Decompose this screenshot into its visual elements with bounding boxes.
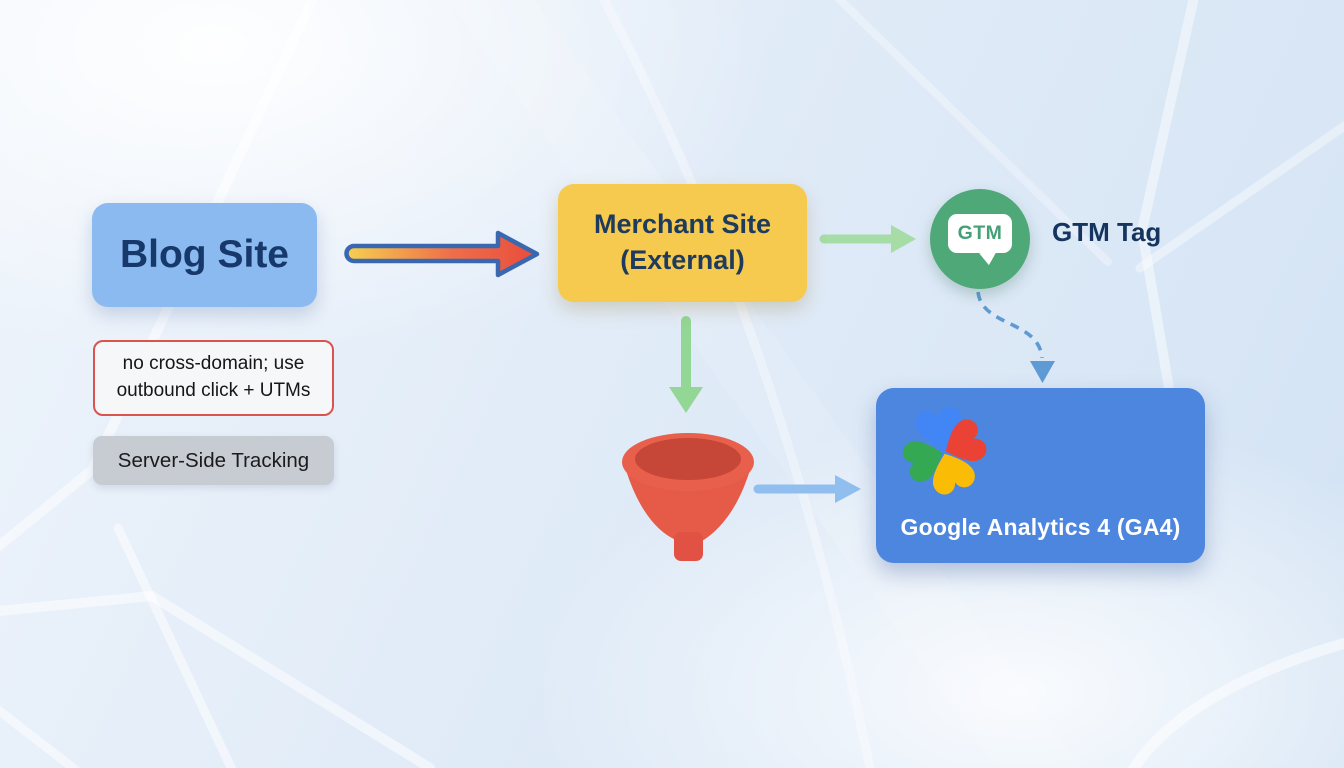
- merchant-site-node: Merchant Site (External): [558, 184, 807, 302]
- merchant-site-label-line2: (External): [620, 245, 745, 275]
- cross-domain-note-line1: no cross-domain; use: [122, 353, 305, 375]
- arrow-gtm-to-ga4: [976, 291, 1055, 383]
- gtm-badge-text: GTM: [957, 222, 1003, 244]
- arrow-merchant-to-gtm: [819, 225, 916, 253]
- cross-domain-note-line2: outbound click + UTMs: [116, 380, 311, 401]
- arrow-merchant-to-funnel: [669, 316, 703, 413]
- ga4-petal-red: [945, 419, 987, 461]
- ga4-node: Google Analytics 4 (GA4): [876, 388, 1205, 563]
- gtm-speech-bubble: GTM: [948, 214, 1012, 253]
- funnel-icon: [622, 433, 754, 561]
- arrow-blog-to-merchant: [344, 230, 540, 278]
- ga4-petal-yellow: [932, 453, 975, 495]
- gtm-badge-icon: GTM: [930, 189, 1030, 289]
- ga4-logo-icon: [902, 408, 987, 495]
- merchant-site-label-line1: Merchant Site: [593, 209, 772, 240]
- server-side-tracking-badge: Server-Side Tracking: [93, 436, 334, 485]
- gtm-tag-label: GTM Tag: [1052, 217, 1162, 247]
- server-side-tracking-label: Server-Side Tracking: [117, 448, 310, 472]
- cross-domain-note: no cross-domain; use outbound click + UT…: [93, 340, 334, 416]
- ga4-label: Google Analytics 4 (GA4): [900, 514, 1181, 540]
- ga4-petal-green: [902, 441, 943, 482]
- gtm-speech-bubble-tail: [979, 250, 999, 267]
- arrow-funnel-to-ga4: [753, 475, 861, 503]
- blog-site-node: Blog Site: [92, 203, 317, 307]
- blog-site-label: Blog Site: [119, 233, 289, 276]
